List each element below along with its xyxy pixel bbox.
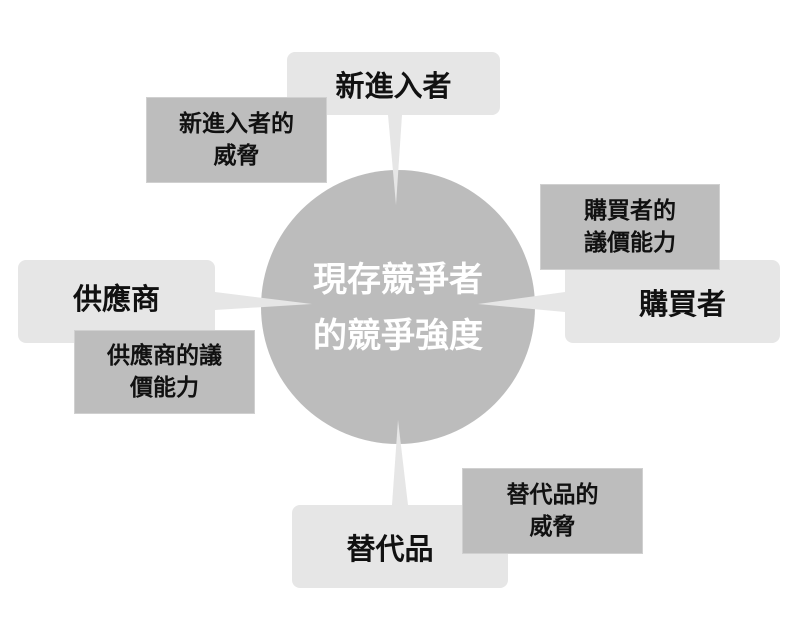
- buyers-power-label: 購買者的 議價能力: [540, 184, 720, 270]
- pointer-bottom: [392, 420, 408, 505]
- substitutes-threat-label: 替代品的 威脅: [462, 468, 643, 554]
- new-entrants-threat-label: 新進入者的 威脅: [146, 97, 327, 183]
- pointer-left: [215, 292, 312, 310]
- buyers-box: 購買者: [565, 260, 780, 343]
- substitutes-title: 替代品: [346, 531, 434, 566]
- new-entrants-title: 新進入者: [335, 68, 452, 103]
- center-circle: [261, 170, 535, 444]
- suppliers-box: 供應商: [18, 260, 215, 343]
- suppliers-title: 供應商: [72, 281, 160, 316]
- suppliers-power-label: 供應商的議 價能力: [74, 330, 255, 414]
- pointer-right: [478, 292, 565, 312]
- pointer-top: [388, 115, 402, 205]
- buyers-title: 購買者: [638, 286, 726, 321]
- center-rivalry-text: 現存競爭者 的競爭強度: [313, 259, 483, 356]
